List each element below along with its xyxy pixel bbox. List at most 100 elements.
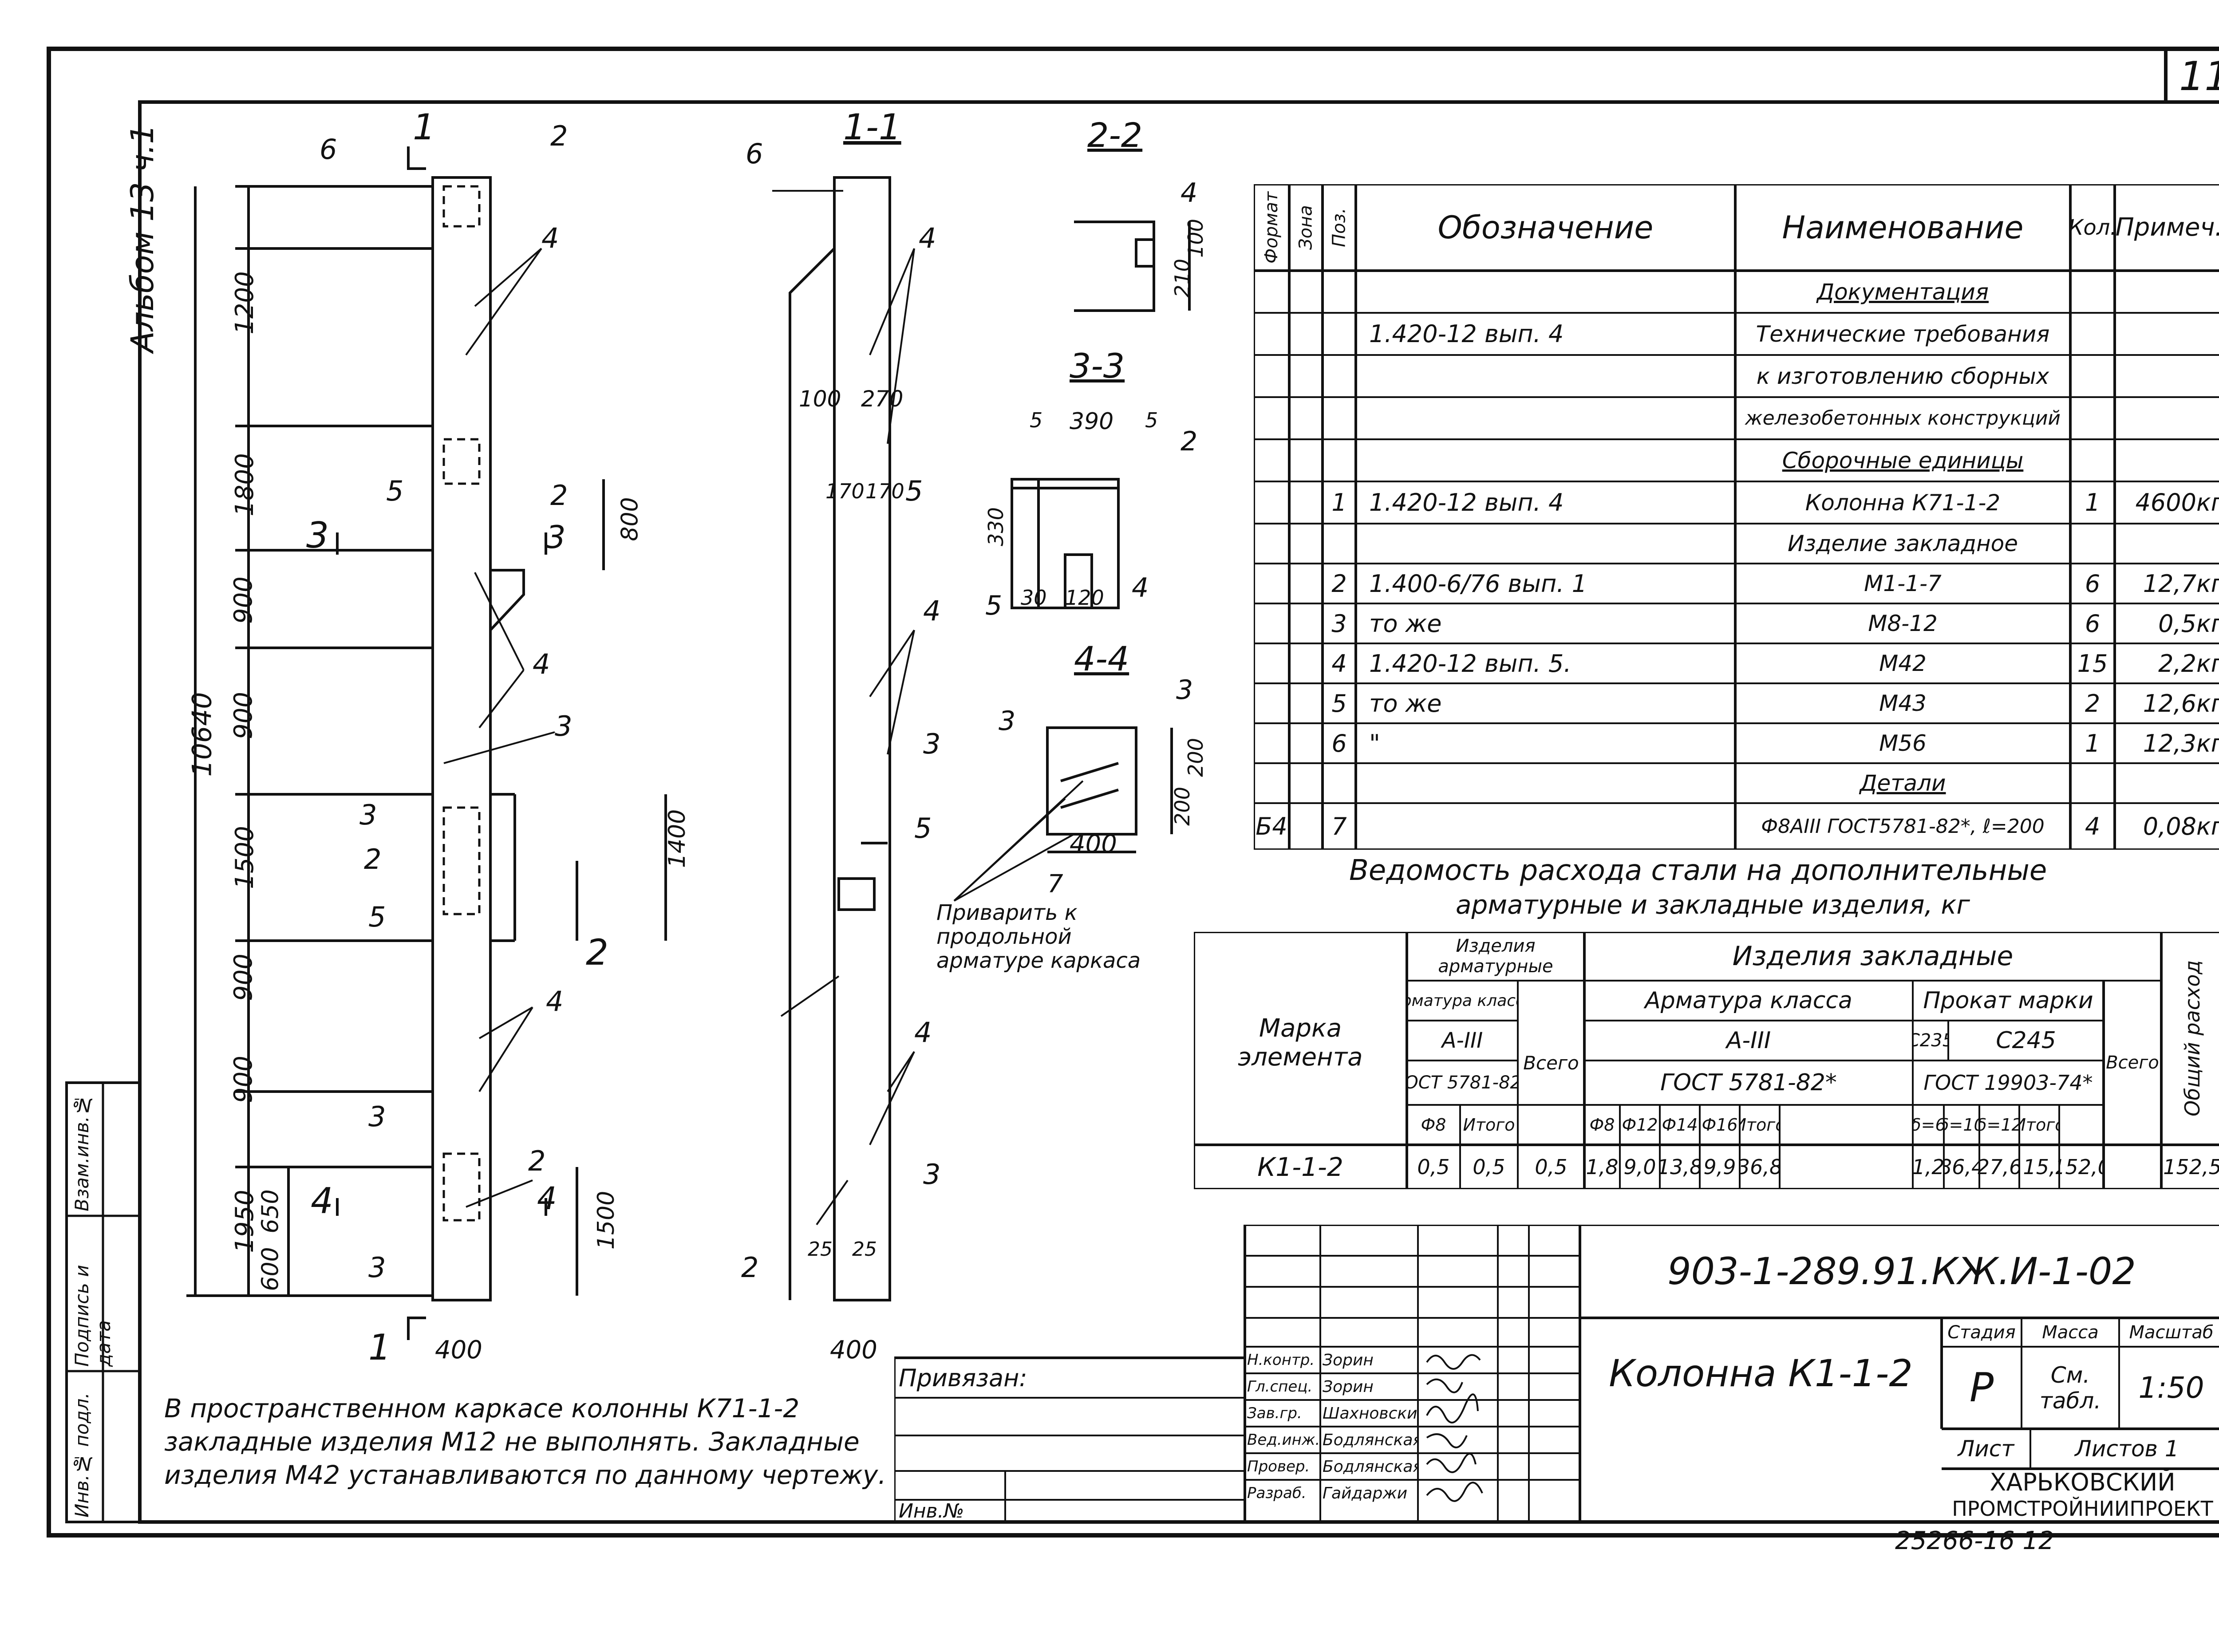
spec-cell-qty [2070,763,2115,803]
spec-cell-qty [2070,355,2115,397]
pos-4-elev: 4 [541,222,559,254]
spec-cell-note [2115,439,2219,481]
pos-4c-elev: 4 [546,985,564,1017]
s33-pos-4: 4 [1132,572,1149,603]
s22-dim-100: 100 [1183,219,1208,258]
inv-label: Инв.№ [899,1500,964,1522]
steel-h-a3b: А-III [1726,1027,1771,1054]
spec-cell-designation: 1.420-12 вып. 5. [1369,649,1571,678]
steel-col-header: Итого [1740,1115,1780,1135]
note-line1: В пространственном каркасе колонны К71-1… [164,1393,800,1423]
spec-cell-format [1254,643,1289,683]
spec-cell-zone [1289,603,1323,643]
pos-4b-elev: 4 [533,648,550,680]
s11-dim-100: 100 [799,386,841,412]
cut-2-right: 2 [586,932,608,973]
s11-pos-3b: 3 [923,1158,941,1191]
spec-cell-qty: 6 [2085,609,2101,638]
pos-3b-elev: 3 [359,799,377,831]
steel-col-header: Ф14 [1662,1115,1698,1135]
pos-3d-elev: 3 [368,1251,386,1284]
spec-cell-format [1254,397,1289,439]
bound-label: Привязан: [899,1364,1027,1392]
spec-cell-format [1254,481,1289,524]
title-block: 903-1-289.91.КЖ.И-1-02 Колонна К1-1-2 Ст… [894,1225,2219,1522]
pos-2b-elev: 2 [550,479,568,512]
spec-cell-note [2115,763,2219,803]
spec-cell-pos [1323,439,1356,481]
org-line1: ХАРЬКОВСКИЙ [1990,1469,2176,1495]
spec-cell-designation [1356,439,1749,481]
spec-cell-designation [1356,763,1749,803]
role-label: Разраб. [1247,1484,1307,1502]
steel-h-a3: А-III [1441,1028,1483,1053]
s11-pos-2: 2 [741,1251,759,1284]
spec-cell-zone [1289,564,1323,603]
spec-h-name: Наименование [1782,209,2024,246]
spec-cell-pos: 2 [1331,569,1347,598]
spec-h-zone: Зона [1295,205,1316,250]
spec-cell-name: М43 [1879,690,1927,716]
s33-pos-2: 2 [1181,426,1198,457]
spec-h-format: Формат [1261,191,1282,264]
drawing-code: 903-1-289.91.КЖ.И-1-02 [1667,1250,2136,1293]
s44-pos-3a: 3 [999,706,1016,737]
side-label-sign: Подпись и дата [71,1265,115,1367]
spec-cell-name: М8-12 [1868,611,1938,636]
steel-value-cell: 36,8 [1740,1155,1780,1179]
spec-cell-name: М56 [1879,730,1927,756]
spec-cell-format [1254,524,1289,564]
steel-col-header: δ=12 [1979,1115,2019,1135]
dim-1200: 1200 [230,271,259,335]
spec-cell-zone [1289,271,1323,313]
s33-pos-5: 5 [985,590,1003,621]
cut-4-left: 4 [311,1180,333,1222]
spec-cell-zone [1289,803,1323,850]
spec-cell-designation: " [1369,729,1380,757]
spec-cell-note: 12,3кг [2143,729,2219,757]
steel-h-arm-class-2: Арматура класса [1645,987,1852,1014]
spec-cell-name: М1-1-7 [1864,571,1942,596]
steel-value-cell: 9,0 [1623,1155,1656,1179]
role-label: Зав.гр. [1247,1404,1302,1422]
spec-cell-note: 0,08кг [2143,812,2219,840]
steel-value-cell: 27,6 [1979,1155,2019,1179]
pos-2d-elev: 2 [528,1145,546,1177]
dim-width-400: 400 [435,1336,482,1364]
steel-value-cell: 1,2 [1913,1155,1944,1179]
spec-cell-pos [1323,397,1356,439]
album-label: Альбом 13 ч.1 [124,124,161,353]
section-1-1-title: 1-1 [843,106,901,148]
steel-value-cell: 86,4 [1944,1155,1979,1179]
pos-2-elev: 2 [550,120,568,152]
s11-pos-5a: 5 [905,475,923,507]
dim-900b: 900 [229,692,258,739]
s11-dim-25a: 25 [808,1238,833,1261]
s11-pos-6: 6 [746,138,763,170]
role-name: Бодлянская [1323,1431,1418,1449]
spec-cell-name: железобетонных конструкций [1745,407,2061,430]
spec-cell-pos [1323,355,1356,397]
pos-2c-elev: 2 [364,843,382,875]
sheet-label: Лист [1958,1436,2014,1462]
stage-label: Стадия [1947,1322,2016,1343]
spec-cell-name: Колонна К71-1-2 [1805,489,2001,516]
steel-col-header: Ф16 [1702,1115,1738,1135]
spec-cell-pos: 1 [1331,489,1347,516]
spec-cell-qty [2070,439,2115,481]
spec-cell-designation: то же [1369,609,1442,638]
spec-cell-designation [1356,355,1749,397]
spec-cell-name: Изделие закладное [1787,531,2018,556]
spec-cell-zone [1289,439,1323,481]
spec-cell-format [1254,564,1289,603]
role-name: Шахновский [1323,1404,1418,1423]
cut-1-top: 1 [413,106,435,148]
spec-cell-name: Технические требования [1756,321,2050,347]
steel-value-cell: 0,5 [1473,1155,1505,1179]
steel-value-cell: 0,5 [1535,1155,1568,1179]
s11-pos-4b: 4 [923,595,941,627]
scale-value: 1:50 [2138,1371,2204,1405]
spec-cell-pos: 7 [1331,812,1347,840]
spec-cell-format [1254,355,1289,397]
spec-cell-qty: 1 [2085,489,2101,516]
